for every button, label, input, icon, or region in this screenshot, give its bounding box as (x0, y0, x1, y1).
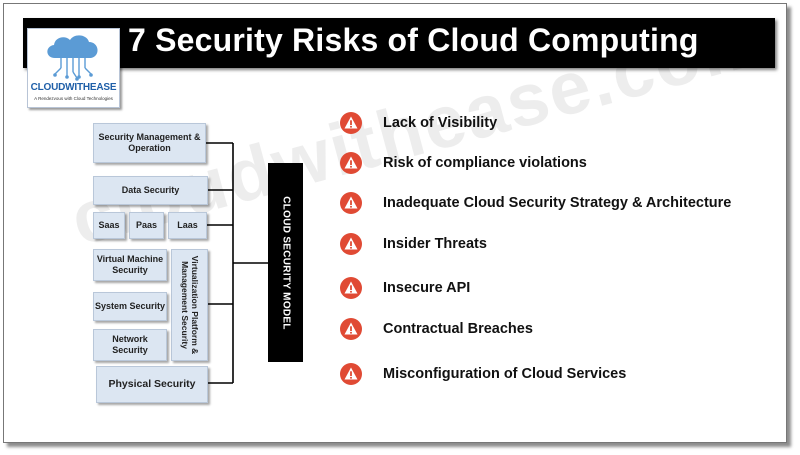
logo-tagline: A Rendezvous with Cloud Technologies (34, 96, 113, 101)
box-network-security: Network Security (93, 329, 167, 361)
risk-label: Contractual Breaches (383, 321, 533, 337)
risk-item: Inadequate Cloud Security Strategy & Arc… (340, 191, 731, 215)
logo: CLOUDWITHEASE A Rendezvous with Cloud Te… (27, 28, 120, 108)
box-data-security: Data Security (93, 176, 208, 205)
box-paas: Paas (129, 212, 164, 239)
risk-item: Contractual Breaches (340, 317, 533, 341)
risk-label: Insecure API (383, 280, 471, 296)
risk-label: Risk of compliance violations (383, 155, 587, 171)
risk-item: Risk of compliance violations (340, 151, 587, 175)
risk-item: Lack of Visibility (340, 111, 497, 135)
page-title: 7 Security Risks of Cloud Computing (128, 22, 699, 58)
virtualization-label: Virtualization Platform & Management Sec… (179, 255, 200, 355)
risk-label: Misconfiguration of Cloud Services (383, 366, 627, 382)
box-virtualization: Virtualization Platform & Management Sec… (171, 249, 208, 361)
box-vm-security: Virtual Machine Security (93, 249, 167, 281)
warning-triangle-icon (340, 152, 362, 174)
warning-triangle-icon (340, 192, 362, 214)
risk-label: Lack of Visibility (383, 115, 498, 131)
box-system-security: System Security (93, 292, 167, 321)
cloud-circuit-icon (47, 35, 98, 81)
cloud-security-model-bar: CLOUD SECURITY MODEL (268, 163, 303, 362)
box-physical-security: Physical Security (96, 366, 208, 403)
box-laas: Laas (168, 212, 207, 239)
warning-triangle-icon (340, 112, 362, 134)
risk-item: Insider Threats (340, 232, 487, 256)
risk-label: Insider Threats (383, 236, 487, 252)
warning-triangle-icon (340, 363, 362, 385)
warning-triangle-icon (340, 318, 362, 340)
risk-label: Inadequate Cloud Security Strategy & Arc… (383, 195, 732, 211)
box-saas: Saas (93, 212, 125, 239)
warning-triangle-icon (340, 233, 362, 255)
title-bar (23, 18, 775, 68)
box-security-management: Security Management & Operation (93, 123, 206, 163)
cloud-security-model-label: CLOUD SECURITY MODEL (280, 195, 291, 330)
risk-item: Insecure API (340, 276, 470, 300)
risk-item: Misconfiguration of Cloud Services (340, 362, 626, 386)
logo-name: CLOUDWITHEASE (30, 82, 117, 93)
warning-triangle-icon (340, 277, 362, 299)
